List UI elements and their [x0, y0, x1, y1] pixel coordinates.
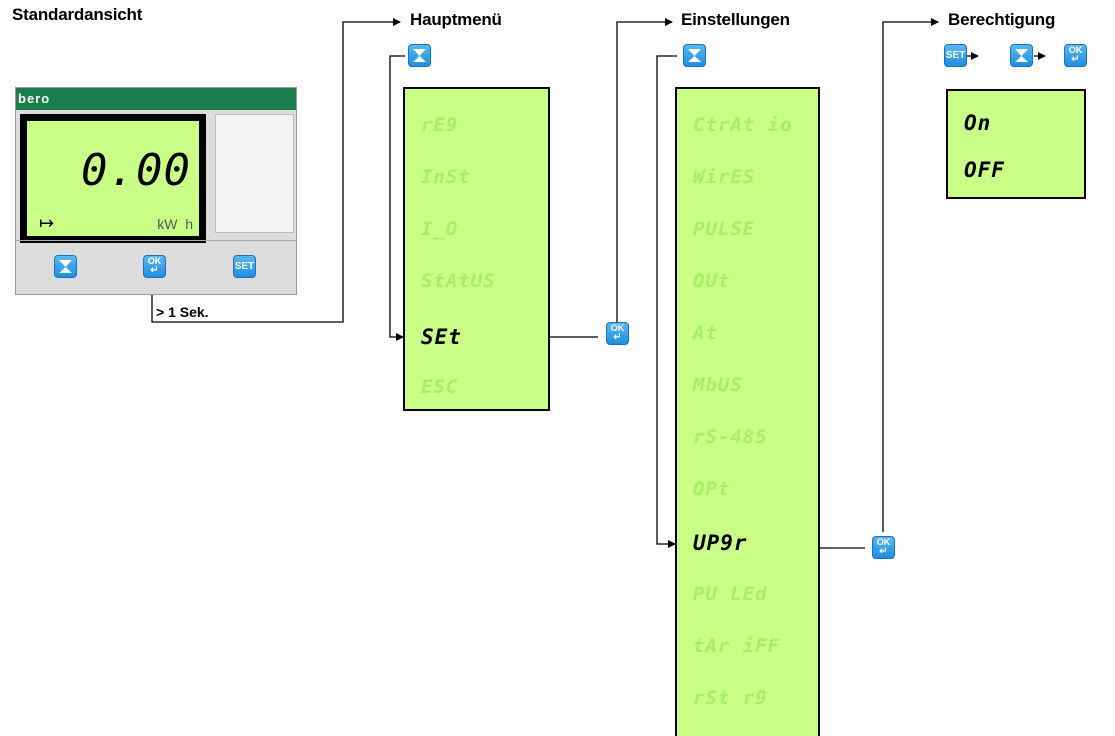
permission-option-on[interactable]: On: [964, 111, 992, 135]
settings-down-button[interactable]: [683, 44, 706, 67]
main-menu-item[interactable]: ESC: [421, 376, 459, 398]
ok-label: OK: [147, 256, 162, 266]
heading-permission: Berechtigung: [948, 10, 1056, 29]
connector-main-loop: [389, 55, 405, 341]
brand-logo: bero: [18, 91, 51, 106]
enter-icon: ↵: [150, 265, 159, 276]
settings-menu-item[interactable]: CtrAt io: [693, 114, 793, 136]
connector-to-main-menu: [151, 18, 401, 323]
settings-menu-panel: CtrAt io WirES PULSE OUt At MbUS rS-485 …: [675, 87, 820, 736]
lcd-screen: 0.00 ↦ kW h: [27, 121, 199, 236]
permission-ok-button[interactable]: OK ↵: [1064, 44, 1087, 67]
enter-icon: ↵: [879, 546, 888, 557]
heading-standard-view: Standardansicht: [12, 5, 143, 24]
device-side-panel: [215, 114, 294, 233]
divider: [16, 240, 296, 241]
down-arrow-icon: [1015, 49, 1028, 62]
heading-main-menu: Hauptmenü: [410, 10, 502, 29]
settings-menu-item[interactable]: rS-485: [693, 426, 768, 448]
main-menu-down-button[interactable]: [408, 44, 431, 67]
unit-label: kW h: [157, 216, 193, 232]
settings-menu-item[interactable]: OPt: [693, 478, 731, 500]
main-menu-item[interactable]: I_O: [421, 218, 459, 240]
ok-label: OK: [1068, 45, 1083, 55]
settings-menu-item-active[interactable]: UP9r: [693, 531, 748, 555]
settings-menu-item[interactable]: WirES: [693, 166, 756, 188]
settings-menu-item[interactable]: PU LEd: [693, 583, 768, 605]
settings-to-permission-ok-button[interactable]: OK ↵: [872, 536, 895, 559]
main-menu-item[interactable]: InSt: [421, 166, 471, 188]
permission-panel: On OFF: [946, 89, 1086, 199]
settings-menu-item[interactable]: OUt: [693, 270, 731, 292]
heading-settings: Einstellungen: [681, 10, 790, 29]
device-down-button[interactable]: [54, 255, 77, 278]
permission-down-button[interactable]: [1010, 44, 1033, 67]
down-arrow-icon: [59, 260, 72, 273]
settings-menu-item[interactable]: rSt r9: [693, 687, 768, 709]
enter-icon: ↵: [613, 332, 622, 343]
settings-menu-item[interactable]: PULSE: [693, 218, 756, 240]
main-to-settings-ok-button[interactable]: OK ↵: [606, 322, 629, 345]
permission-set-button[interactable]: SET: [944, 44, 967, 67]
hold-duration-label: > 1 Sek.: [156, 304, 209, 320]
device-header-bar: bero: [16, 88, 296, 110]
set-label: SET: [234, 261, 255, 272]
display-bezel: 0.00 ↦ kW h: [20, 114, 206, 243]
meter-reading: 0.00: [81, 145, 191, 196]
ok-label: OK: [610, 323, 625, 333]
enter-icon: ↵: [1071, 54, 1080, 65]
direction-arrow-icon: ↦: [39, 213, 55, 233]
connector-settings-loop: [656, 55, 677, 548]
connector-to-settings: [616, 18, 673, 322]
main-menu-item[interactable]: StAtUS: [421, 270, 496, 292]
main-menu-panel: rE9 InSt I_O StAtUS SEt ESC: [403, 87, 550, 411]
set-label: SET: [945, 50, 966, 61]
main-menu-item-active[interactable]: SEt: [421, 325, 462, 349]
down-arrow-icon: [688, 49, 701, 62]
ok-label: OK: [876, 537, 891, 547]
settings-menu-item[interactable]: MbUS: [693, 374, 743, 396]
connector-to-permission: [882, 18, 939, 532]
settings-menu-item[interactable]: At: [693, 322, 718, 344]
device-ok-button[interactable]: OK ↵: [143, 255, 166, 278]
permission-option-off[interactable]: OFF: [964, 158, 1005, 182]
device-set-button[interactable]: SET: [233, 255, 256, 278]
settings-menu-item[interactable]: tAr iFF: [693, 635, 781, 657]
main-menu-item[interactable]: rE9: [421, 114, 459, 136]
meter-device: bero 0.00 ↦ kW h OK ↵ SET: [15, 87, 297, 295]
down-arrow-icon: [413, 49, 426, 62]
